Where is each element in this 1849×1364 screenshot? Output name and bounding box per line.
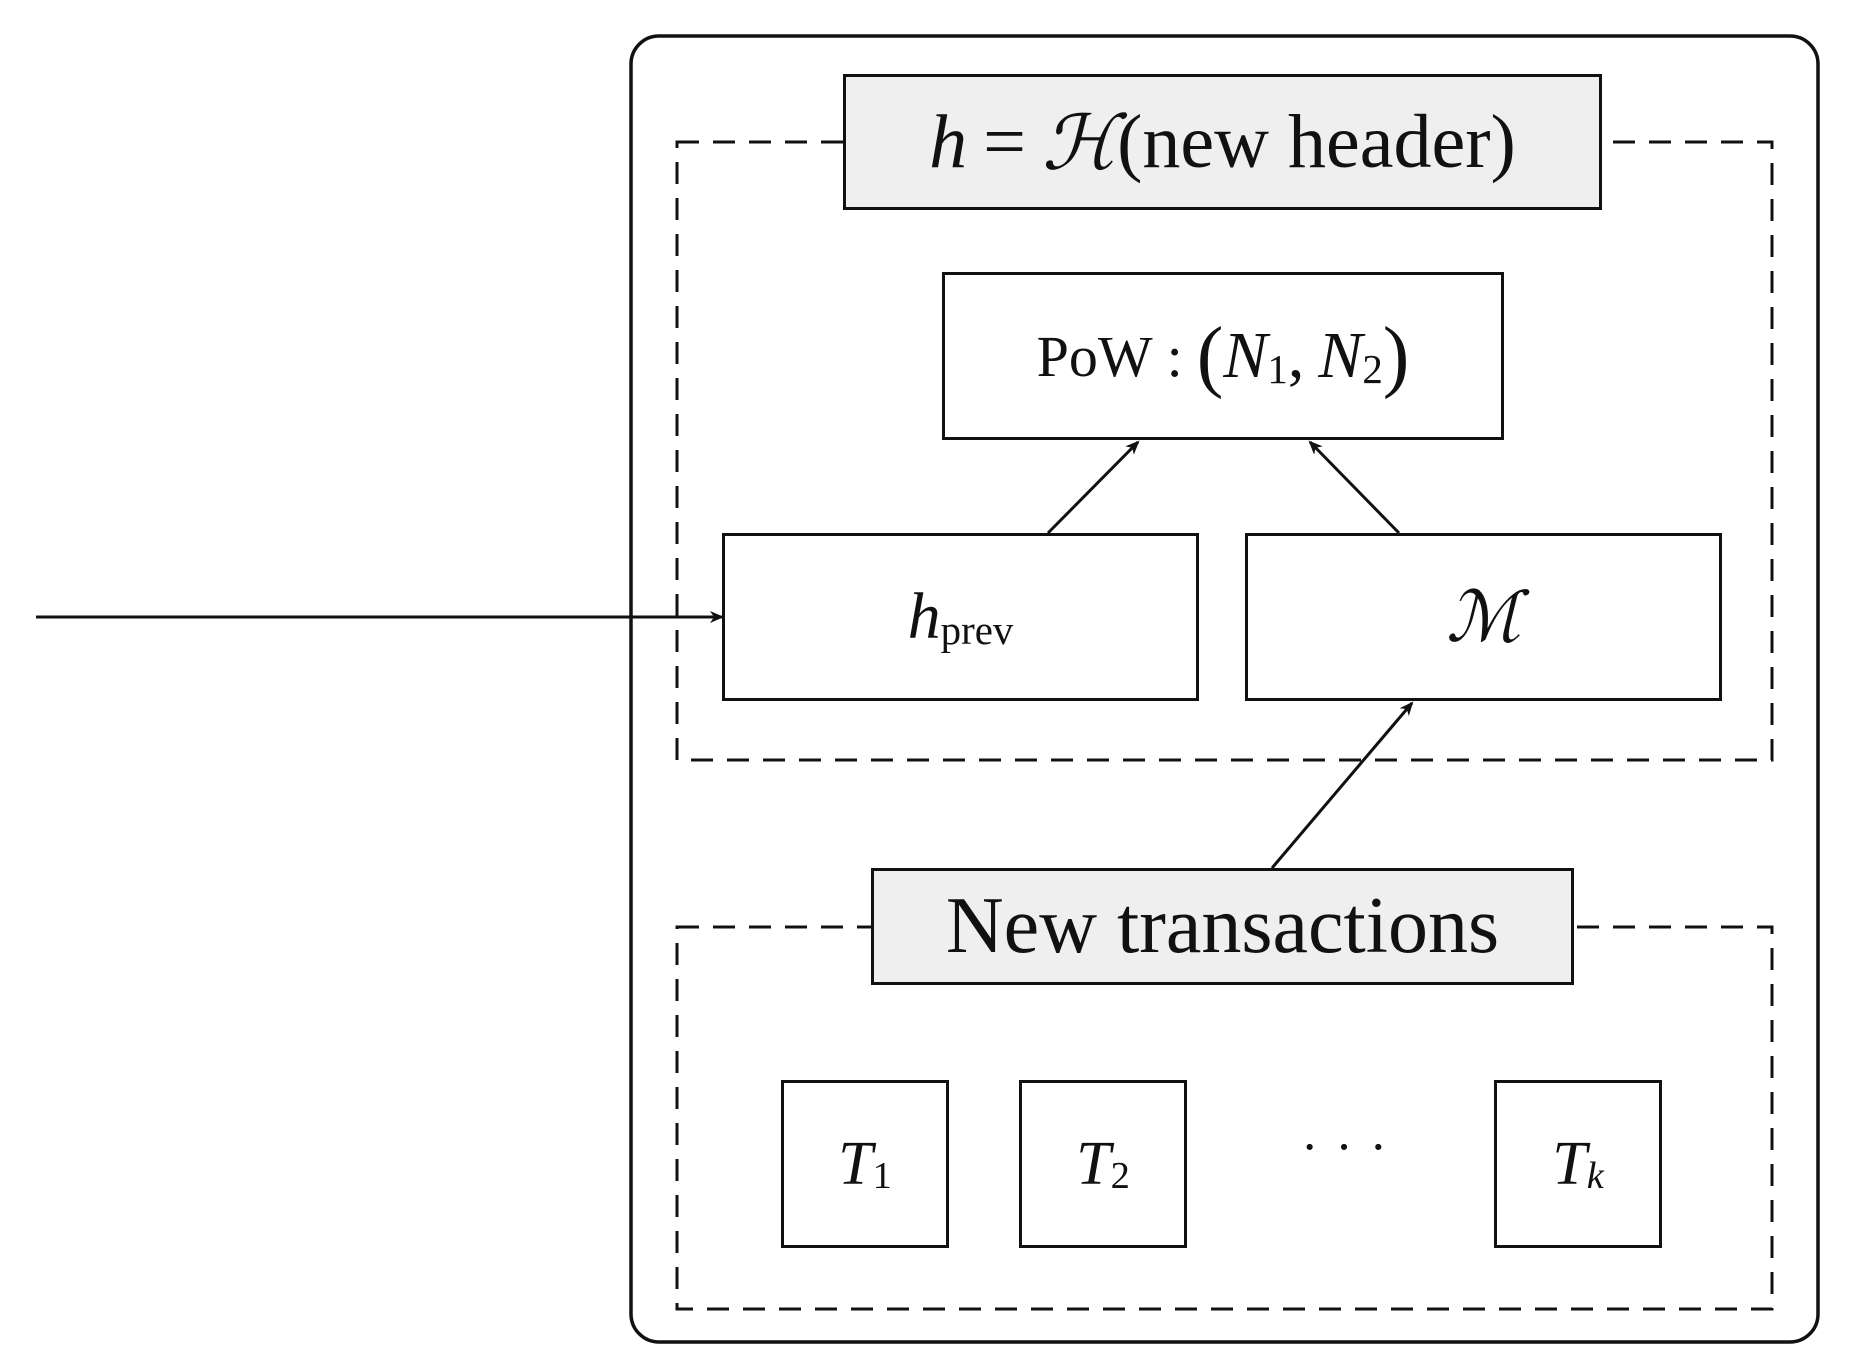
pow-prefix: PoW <box>1036 323 1153 389</box>
pow-close-paren: ) <box>1382 311 1410 400</box>
transactions-title: New transactions <box>945 882 1500 970</box>
pow-n1-sub: 1 <box>1267 346 1288 392</box>
pow-n2-sub: 2 <box>1362 346 1383 392</box>
block-frame <box>629 34 1820 1344</box>
arrow-transactions-to-merkle <box>1270 701 1414 869</box>
pow-n2-base: N <box>1318 319 1363 392</box>
transaction-sub: 1 <box>872 1155 892 1198</box>
transaction-base: T <box>1076 1129 1111 1198</box>
pow-colon: : <box>1166 323 1183 389</box>
merkle-root-box: ℳ <box>1245 533 1722 701</box>
hprev-base: h <box>907 580 941 653</box>
header-hash-label: h = ℋ (new header) <box>843 74 1602 210</box>
hprev-sub: prev <box>940 607 1014 653</box>
arrow-hprev-to-pow <box>1046 440 1140 535</box>
transactions-ellipsis: · · · <box>1301 1119 1389 1176</box>
header-hash-lhs: h <box>929 99 968 184</box>
arrow-merkle-to-pow <box>1308 440 1401 535</box>
transaction-sub: k <box>1586 1155 1604 1198</box>
transactions-label: New transactions <box>871 868 1574 985</box>
header-equals: = <box>983 99 1026 184</box>
merkle-root-symbol: ℳ <box>1446 576 1521 658</box>
pow-comma: , <box>1287 319 1305 392</box>
transaction-base: T <box>1552 1129 1587 1198</box>
pow-n1-base: N <box>1223 319 1268 392</box>
header-hash-argument: (new header) <box>1117 99 1516 184</box>
hash-function-symbol: ℋ <box>1042 97 1118 187</box>
pow-open-paren: ( <box>1196 311 1224 400</box>
transaction-base: T <box>838 1129 873 1198</box>
transaction-sub: 2 <box>1110 1155 1130 1198</box>
